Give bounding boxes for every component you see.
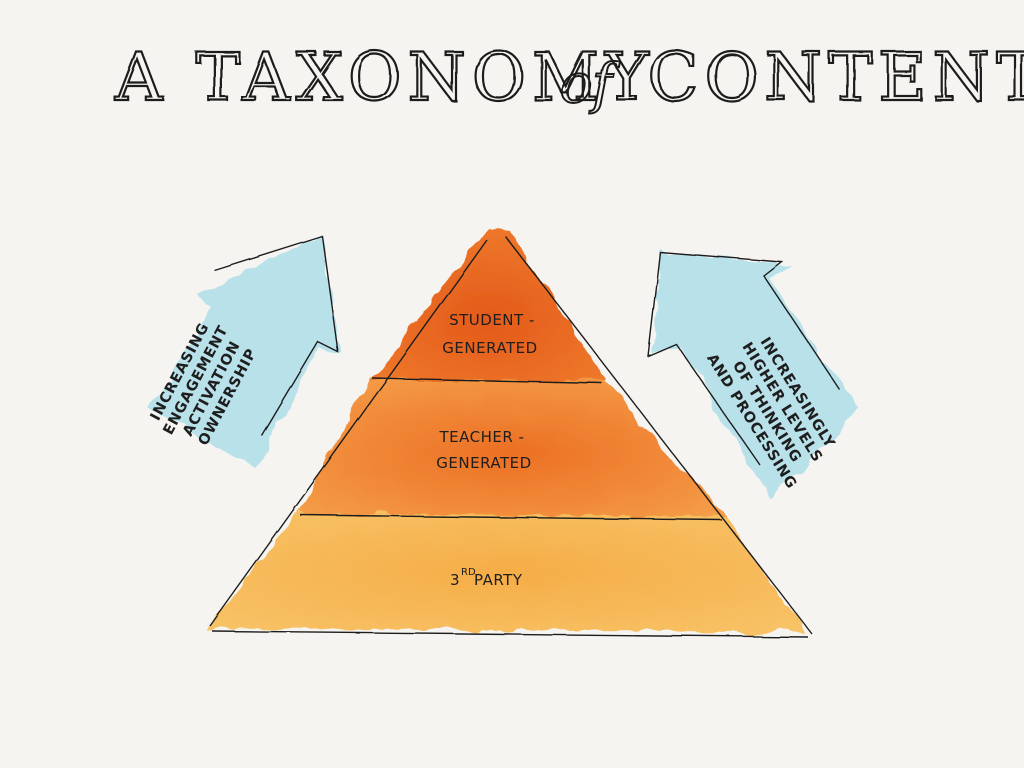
tier-middle-line-2: GENERATED — [436, 454, 531, 472]
pyramid: STUDENT - GENERATED TEACHER - GENERATED … — [209, 230, 813, 638]
right-arrow: INCREASINGLY HIGHER LEVELS OF THINKING A… — [647, 251, 860, 498]
pyramid-tier-bottom — [210, 512, 808, 632]
left-arrow: INCREASING ENGAGEMENT ACTIVATION OWNERSH… — [148, 233, 340, 468]
pyramid-outline — [209, 235, 813, 638]
pyramid-right-edge — [504, 235, 813, 635]
tier-bottom-superscript: RD — [461, 567, 476, 578]
title-joiner: of — [560, 52, 621, 115]
tier-bottom-label: 3 RD PARTY — [450, 567, 523, 589]
pyramid-divider-upper — [371, 377, 603, 384]
tier-top-line-1: STUDENT - — [449, 311, 535, 329]
tier-bottom-number: 3 — [450, 571, 460, 589]
left-arrow-outline — [213, 235, 339, 437]
tier-bottom-rest: PARTY — [474, 571, 523, 589]
right-arrow-fill — [654, 252, 860, 498]
left-arrow-fill — [148, 233, 340, 468]
title-lead: A TAXONOMY — [114, 39, 655, 116]
diagram-title: A TAXONOMY of CONTENT — [113, 38, 1024, 117]
pyramid-tier-top — [372, 230, 606, 380]
title-tail: CONTENT — [648, 39, 1024, 116]
tier-top-line-2: GENERATED — [442, 339, 537, 357]
right-arrow-outline — [647, 251, 841, 466]
pyramid-left-edge — [209, 239, 488, 627]
pyramid-base-line — [211, 630, 809, 638]
pyramid-divider-lower — [299, 514, 723, 521]
pyramid-tier-middle — [298, 378, 724, 516]
tier-middle-line-1: TEACHER - — [439, 428, 525, 446]
